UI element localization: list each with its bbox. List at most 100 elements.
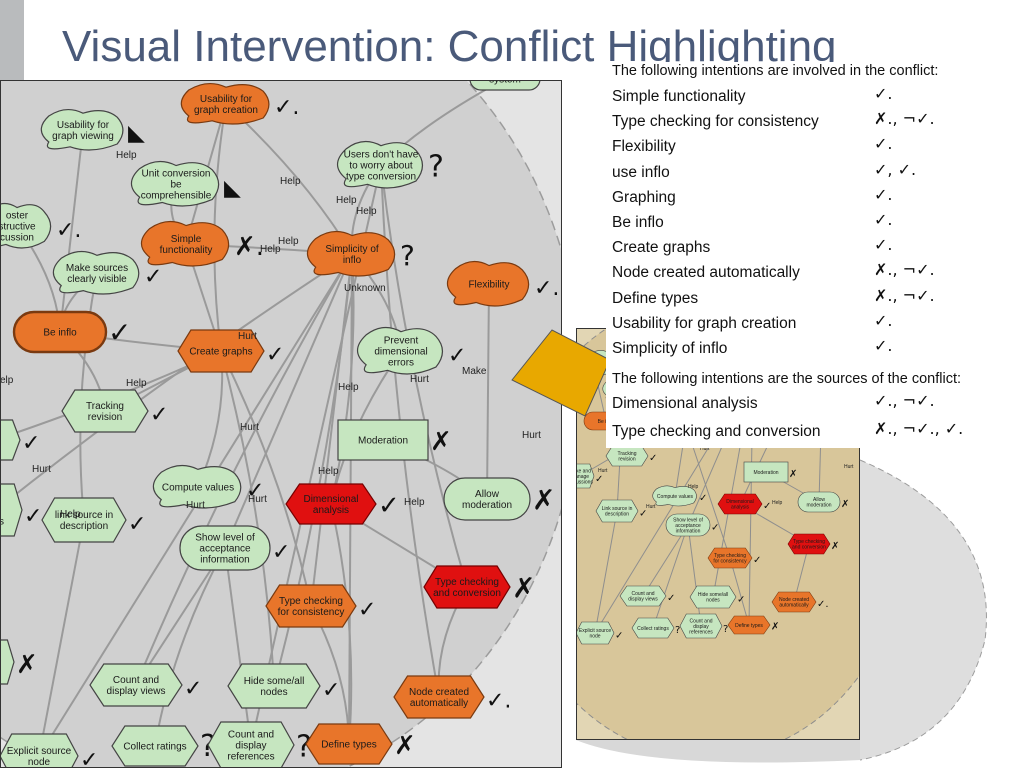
node-frag_in[interactable]: inn✗ [0, 639, 38, 685]
conflict-intention-name: Dimensional analysis [612, 395, 758, 412]
node-compute_values[interactable]: Compute values✓ [152, 464, 264, 509]
link-edge [326, 502, 353, 745]
link-label: Make [462, 366, 487, 377]
node-label: Define types [321, 740, 377, 751]
node-label: Flexibility [468, 280, 509, 291]
link-label: Hurt [238, 331, 257, 342]
node-collect_ratings[interactable]: Collect ratings? [111, 725, 216, 767]
node-system[interactable]: system [469, 80, 541, 91]
evaluation-mark-icon: ✓ [144, 265, 162, 290]
conflict-intention-name: Usability for graph creation [612, 314, 797, 332]
evaluation-mark-icon: ✗ [789, 469, 797, 480]
link-label: Help [260, 244, 281, 255]
conflict-intention-name: Create graphs [612, 239, 711, 257]
evaluation-mark-icon: ✗ [512, 572, 535, 605]
link-label: Hurt [522, 430, 541, 441]
node-collect_ratings-thumb[interactable]: Collect ratings? [631, 617, 680, 639]
involved-header: The following intentions are involved in… [612, 63, 939, 79]
node-label: Create graphs [189, 347, 252, 358]
link-label: Hurt [598, 468, 608, 474]
link-edge [135, 252, 354, 686]
evaluation-mark-icon: ✗ [16, 650, 38, 680]
link-label: Hurt [240, 422, 259, 433]
link-edge [652, 524, 689, 629]
evaluation-mark-icon: ✓ [763, 501, 771, 512]
evaluation-mark-icon: ✓ [615, 631, 623, 642]
evaluation-mark-icon: ? [428, 150, 444, 185]
node-label: Compute values [657, 494, 694, 500]
link-edge [224, 252, 354, 549]
node-frag_nd_ns[interactable]: ndeons✓ [0, 483, 42, 537]
node-compute-thumb[interactable]: Compute values✓ [652, 485, 708, 507]
link-label: Hurt [700, 446, 710, 452]
node-be_inflo[interactable]: Be inflo✓ [12, 310, 131, 354]
node-moderation-thumb[interactable]: Moderation✗ [743, 461, 797, 483]
evaluation-label-icon: ✓. [874, 184, 893, 204]
link-label: Hurt [248, 494, 267, 505]
node-flexibility[interactable]: Flexibility✓. [446, 260, 559, 307]
evaluation-mark-icon: ✓ [378, 491, 400, 521]
evaluation-mark-icon: ? [400, 239, 415, 272]
link-label: Hurt [186, 500, 205, 511]
link-label: Hurt [32, 464, 51, 475]
evaluation-mark-icon: ✓ [753, 555, 761, 566]
link-edge [594, 510, 618, 634]
evaluation-label-icon: ✓., ¬✓. [874, 391, 935, 410]
link-edge [53, 129, 84, 334]
conflict-intention-name: use inflo [612, 163, 670, 181]
evaluation-label-icon: ✓, ✓. [874, 159, 917, 179]
conflict-intention-name: Define types [612, 289, 699, 307]
node-label: system [489, 80, 521, 86]
evaluation-label-icon: ✗., ¬✓. [874, 260, 935, 280]
link-edge [38, 518, 90, 757]
node-define_types[interactable]: Define types✗ [305, 723, 416, 765]
node-define_types-thumb[interactable]: Define types✗ [727, 615, 779, 635]
node-frag_ehs[interactable]: hs✓ [0, 419, 40, 461]
node-create_graphs[interactable]: Create graphs✓ [177, 329, 284, 373]
evaluation-label-icon: ✗., ¬✓., ✓. [874, 419, 964, 438]
evaluation-label-icon: ✓. [874, 84, 893, 103]
node-moderation[interactable]: Moderation✗ [337, 419, 452, 461]
evaluation-mark-icon: ✓ [448, 344, 466, 369]
evaluation-mark-icon: ✓. [817, 599, 829, 610]
node-make_manage-thumb[interactable]: Make andmanagediscussions✓ [576, 463, 603, 489]
